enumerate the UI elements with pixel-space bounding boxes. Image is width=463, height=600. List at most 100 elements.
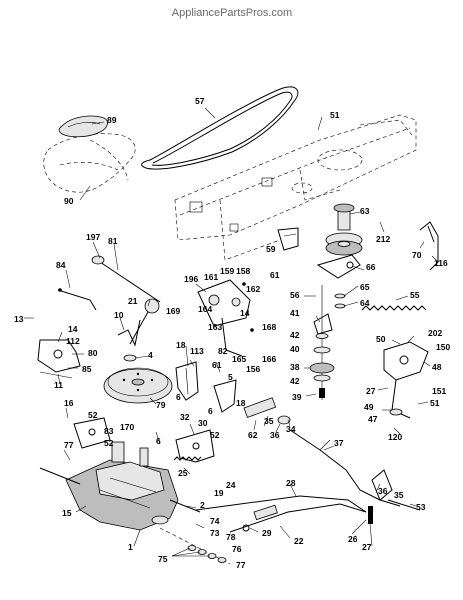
callout-120: 120 (388, 432, 402, 442)
idler-bracket-66-drawing (316, 254, 361, 279)
clutch-bracket-drawing (197, 279, 254, 357)
rod-62-drawing (243, 397, 291, 425)
callout-79: 79 (156, 400, 166, 410)
callout-27-right: 27 (366, 386, 376, 396)
mount-plate-drawing (175, 429, 215, 463)
callout-25: 25 (178, 468, 188, 478)
callout-84: 84 (56, 260, 66, 270)
callout-35-right: 35 (394, 490, 404, 500)
callout-52-top: 52 (88, 410, 98, 420)
bracket-14-80-drawing (37, 339, 81, 379)
rod-28-drawing (195, 495, 367, 513)
rear-link-drawing (368, 469, 421, 524)
callout-21: 21 (128, 296, 138, 306)
bracket-83-drawing (73, 417, 111, 449)
callout-16: 16 (64, 398, 74, 408)
callout-76: 76 (232, 544, 242, 554)
watermark: AppliancePartsPros.com (172, 7, 292, 19)
callout-36-mid: 36 (270, 430, 280, 440)
callout-26: 26 (348, 534, 358, 544)
callout-196: 196 (184, 274, 198, 284)
callout-70: 70 (412, 250, 422, 260)
callout-55: 55 (410, 290, 420, 300)
callout-6-lower: 6 (156, 436, 161, 446)
shaft-81-drawing (91, 255, 161, 303)
callout-36-right: 36 (378, 486, 388, 496)
callout-52-right: 52 (210, 430, 220, 440)
callout-6-mid: 6 (176, 392, 181, 402)
callout-85: 85 (82, 364, 92, 374)
callout-1: 1 (128, 542, 133, 552)
callout-116: 116 (434, 258, 448, 268)
callout-80: 80 (88, 348, 98, 358)
callout-61-mid: 61 (212, 360, 222, 370)
callout-166: 166 (262, 354, 276, 364)
callout-89: 89 (107, 115, 117, 125)
callout-165: 165 (232, 354, 246, 364)
callout-81: 81 (108, 236, 118, 246)
callout-164: 164 (198, 304, 212, 314)
callout-15: 15 (62, 508, 72, 518)
callout-90: 90 (64, 196, 74, 206)
callout-65: 65 (360, 282, 370, 292)
callout-5: 5 (228, 372, 233, 382)
callout-47: 47 (368, 414, 378, 424)
callout-50: 50 (376, 334, 386, 344)
callout-14-upper: 14 (240, 308, 250, 318)
callout-161: 161 (204, 272, 218, 282)
brake-bracket-drawing (383, 341, 429, 419)
callout-150: 150 (436, 342, 450, 352)
drive-belt-drawing (141, 86, 299, 170)
callout-77-upper: 77 (64, 440, 74, 450)
callout-66: 66 (366, 262, 376, 272)
callout-11: 11 (54, 380, 63, 390)
callout-49: 49 (364, 402, 374, 412)
callout-162: 162 (246, 284, 260, 294)
callout-51: 51 (330, 110, 340, 120)
callout-159: 159 (220, 266, 234, 276)
bracket-113-drawing (175, 361, 199, 401)
callout-61: 61 (270, 270, 280, 280)
seat-cushion-drawing (58, 115, 108, 138)
spring-55-drawing (361, 305, 427, 311)
callout-78: 78 (226, 532, 236, 542)
callout-30: 30 (198, 418, 208, 428)
rod-10-drawing (117, 319, 141, 347)
callout-48: 48 (432, 362, 442, 372)
rod-22-drawing (229, 503, 367, 533)
fastener-chain-drawing (159, 527, 231, 565)
engine-pulley-drawing (325, 203, 363, 256)
bracket-70-drawing (419, 221, 439, 271)
spring-25-drawing (173, 456, 202, 461)
bracket-5-drawing (213, 379, 237, 413)
callout-27-lower: 27 (362, 542, 372, 552)
callout-34: 34 (286, 424, 296, 434)
leader-lines (24, 107, 439, 557)
callout-6-right: 6 (208, 406, 213, 416)
callout-35-mid: 35 (264, 416, 274, 426)
callout-77-lower: 77 (236, 560, 246, 570)
callout-39: 39 (292, 392, 302, 402)
callout-168: 168 (262, 322, 276, 332)
callout-151: 151 (432, 386, 446, 396)
callout-64: 64 (360, 298, 370, 308)
callout-156: 156 (246, 364, 260, 374)
callout-18-left: 18 (176, 340, 186, 350)
callout-82: 82 (218, 346, 228, 356)
callout-2: 2 (200, 500, 205, 510)
callout-197: 197 (86, 232, 100, 242)
callout-42-lower: 42 (290, 376, 300, 386)
idler-stack-drawing (309, 285, 346, 400)
callout-labels: 57 51 89 90 63 212 70 116 197 81 59 61 6… (14, 96, 450, 570)
callout-18-right: 18 (236, 398, 246, 408)
bracket-59-drawing (277, 227, 299, 251)
transaxle-drawing (39, 441, 201, 531)
callout-112: 112 (66, 336, 80, 346)
callout-51-right: 51 (430, 398, 440, 408)
callout-56: 56 (290, 290, 300, 300)
callout-10: 10 (114, 310, 124, 320)
transmission-pulley-drawing (103, 354, 173, 404)
callout-37: 37 (334, 438, 344, 448)
lever-21-drawing (129, 298, 160, 345)
